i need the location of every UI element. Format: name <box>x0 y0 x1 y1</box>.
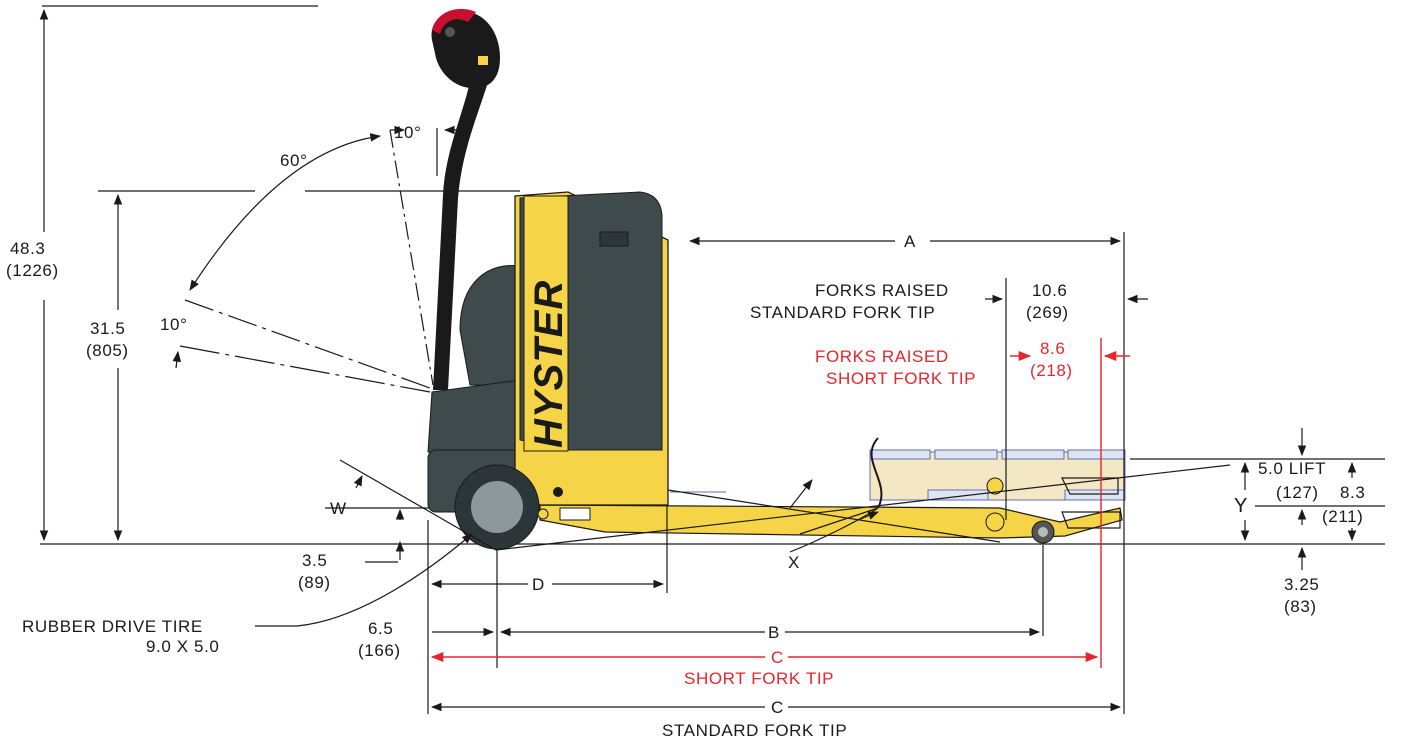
drive-tire <box>454 464 549 550</box>
c-standard-caption: STANDARD FORK TIP <box>662 721 847 740</box>
fork-height-metric: (211) <box>1322 507 1363 526</box>
pallet-load <box>670 437 1126 509</box>
horizontal-dims <box>427 232 1148 714</box>
drive-offset-value: 3.5 <box>302 551 327 570</box>
tire-callout <box>255 479 880 627</box>
overall-height-metric: (1226) <box>6 261 59 280</box>
handle-angle-upper: 60° <box>280 151 308 170</box>
truck-body: HYSTER <box>427 191 669 513</box>
lift-value: 5.0 LIFT <box>1258 459 1326 478</box>
w-label: W <box>330 499 347 518</box>
drive-offset-metric: (89) <box>298 573 331 592</box>
x-label: X <box>788 553 800 572</box>
b-label: B <box>768 623 780 642</box>
c-standard-label: C <box>771 698 784 717</box>
vertical-dims-right <box>1240 428 1357 570</box>
forks-raised-standard-line2: STANDARD FORK TIP <box>750 303 935 322</box>
c-short-caption: SHORT FORK TIP <box>684 669 834 688</box>
fork-height-value: 8.3 <box>1340 483 1365 502</box>
forks-raised-short-value: 8.6 <box>1040 339 1065 358</box>
forks-raised-standard-value: 10.6 <box>1032 281 1068 300</box>
body-height-value: 31.5 <box>90 319 126 338</box>
forks-raised-short-metric: (218) <box>1030 361 1073 380</box>
labels: 48.3 (1226) 31.5 (805) 60° 10° 10° W 3.5… <box>6 123 1365 740</box>
forks <box>539 477 1123 544</box>
a-label: A <box>904 232 916 251</box>
forks-raised-standard-metric: (269) <box>1026 303 1069 322</box>
c-short-label: C <box>771 648 784 667</box>
handle-angle-lower: 10° <box>160 315 188 334</box>
y-label: Y <box>1234 495 1248 517</box>
wheel-offset-value: 6.5 <box>368 619 393 638</box>
angle-lines <box>172 125 472 393</box>
forks-raised-standard-line1: FORKS RAISED <box>815 281 949 300</box>
wheel-offset-metric: (166) <box>358 641 401 660</box>
reference-lines <box>40 5 1385 545</box>
tire-line1: RUBBER DRIVE TIRE <box>22 617 203 636</box>
forks-raised-short-line1: FORKS RAISED <box>815 347 949 366</box>
lowered-height-metric: (83) <box>1284 597 1317 616</box>
control-handle <box>431 8 500 390</box>
lift-metric: (127) <box>1276 483 1319 502</box>
forks-raised-short-line2: SHORT FORK TIP <box>826 369 976 388</box>
hyster-logo: HYSTER <box>527 280 571 448</box>
body-height-metric: (805) <box>86 341 129 360</box>
d-label: D <box>532 575 545 594</box>
overall-height-value: 48.3 <box>10 239 46 258</box>
vertical-dims-left <box>39 8 1231 563</box>
lowered-height-value: 3.25 <box>1284 575 1320 594</box>
handle-angle-top: 10° <box>394 123 422 142</box>
tire-line2: 9.0 X 5.0 <box>146 637 219 656</box>
